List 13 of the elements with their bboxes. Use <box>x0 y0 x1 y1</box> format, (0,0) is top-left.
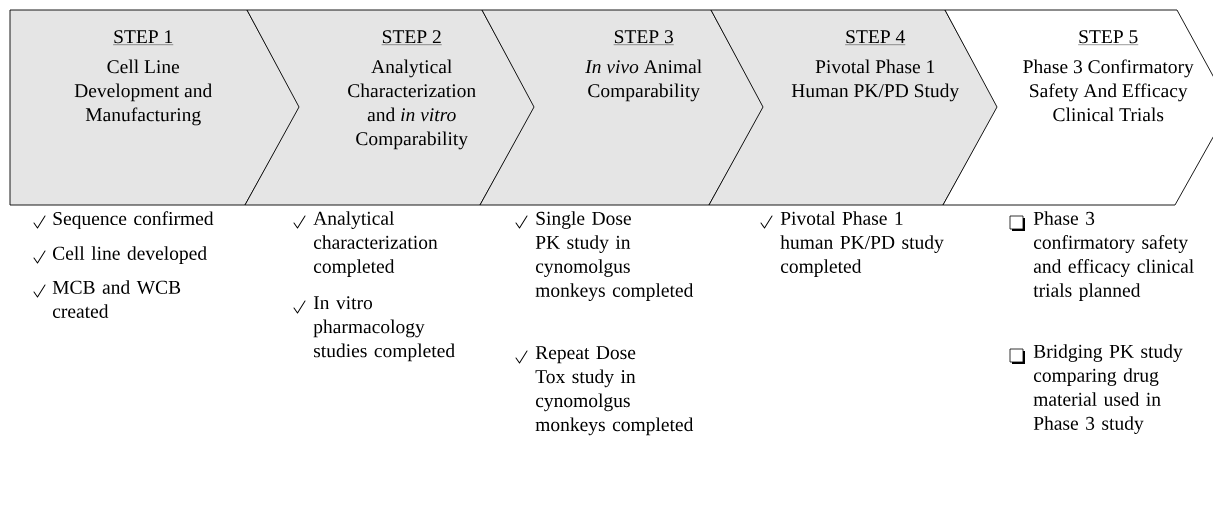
checklist-item: MCB and WCB created <box>52 280 181 318</box>
checklist-item: Bridging PK study comparing drug material used in Phase 3 study <box>1033 344 1183 434</box>
checklist-item: Sequence confirmed <box>53 211 214 230</box>
checklist-item: Analytical characterization completed <box>313 211 438 277</box>
checklist-item: Pivotal Phase 1 human PK/PD study completed <box>780 211 944 277</box>
checklist-item: Single Dose PK study in cynomolgus monkeys completed <box>535 211 694 301</box>
checklist-item: Phase 3 confirmatory safety and efficacy clinical trials planned <box>1033 211 1194 301</box>
checklist-item: Cell line developed <box>53 246 207 264</box>
step-band: STEP 3 In vivo Animal Comparability <box>479 9 765 206</box>
step-band: STEP 4 Pivotal Phase 1 Human PK/PD Study <box>708 9 999 206</box>
checklist-item: Repeat Dose Tox study in cynomolgus monkeys completed <box>535 346 694 436</box>
step-band: STEP 2 Analytical Characterization and in vitro Comparability <box>244 9 536 206</box>
checklist-item: In vitro pharmacology studies completed <box>313 296 455 362</box>
